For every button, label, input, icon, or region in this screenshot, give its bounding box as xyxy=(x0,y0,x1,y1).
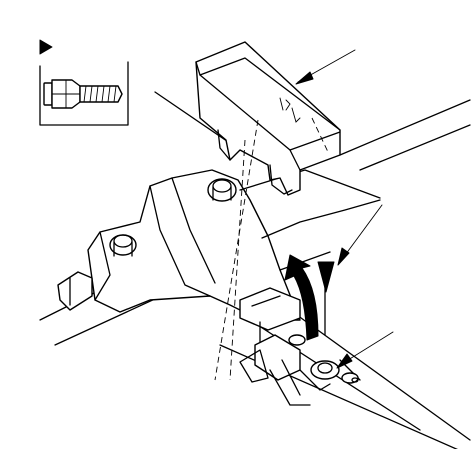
steering-bracket xyxy=(57,169,381,321)
bolt-marker-icon xyxy=(39,39,53,55)
flange-bolt-icon xyxy=(43,79,123,109)
connector-clip xyxy=(239,287,361,406)
alignment-lines xyxy=(214,119,259,381)
connector-cover xyxy=(195,41,341,196)
down-arrow-icon xyxy=(317,261,335,336)
legend-frame xyxy=(39,61,129,126)
callout-leaders xyxy=(295,49,394,369)
curved-arrow-icon xyxy=(284,254,319,341)
installed-bolt xyxy=(310,360,359,384)
cover-body xyxy=(195,41,341,196)
bolt-legend xyxy=(39,39,129,126)
